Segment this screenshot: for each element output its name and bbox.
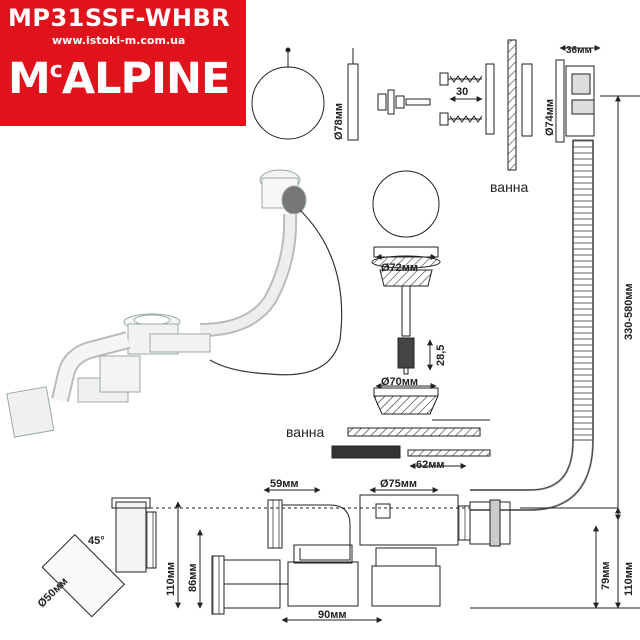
trap-assembly [211, 494, 511, 615]
dim-h86: 86мм [187, 563, 199, 592]
overflow-screw-drawing [377, 89, 431, 115]
dim-h28: 28,5 [435, 345, 447, 366]
product-illustration [6, 169, 343, 438]
dim-w30: 30 [456, 86, 468, 98]
bath-section-mid [331, 419, 491, 459]
dim-h110b: 110мм [623, 562, 635, 596]
dim-h79: 79мм [600, 561, 612, 590]
website: www.istoki-m.com.ua [52, 34, 186, 47]
angled-outlet [41, 497, 157, 618]
dim-d70: Ø70мм [381, 376, 418, 388]
dim-w36: 36мм [566, 45, 592, 56]
dim-d75: Ø75мм [380, 478, 417, 490]
screws-drawing [439, 63, 495, 135]
overflow-cover-drawing [251, 47, 359, 141]
dim-angle: 45° [88, 535, 105, 547]
dim-hose: 330-580мм [623, 283, 635, 340]
dim-d72: Ø72мм [381, 262, 418, 274]
dim-w90: 90мм [318, 609, 347, 621]
model-code: MP31SSF-WHBR [8, 4, 231, 32]
label-bath-mid: ванна [286, 424, 325, 440]
bath-wall-top [507, 39, 533, 171]
flexible-hose [470, 139, 594, 511]
overflow-head [555, 59, 595, 143]
brand-logo: McALPINE [8, 54, 230, 104]
plug-cap-drawing [371, 170, 441, 415]
dim-d74: Ø74мм [544, 99, 556, 136]
dim-d50: Ø50мм [36, 575, 71, 610]
dim-d78: Ø78мм [333, 103, 345, 140]
label-bath-top: ванна [490, 179, 529, 195]
brand-block: MP31SSF-WHBR www.istoki-m.com.ua McALPIN… [0, 0, 246, 126]
dim-w59: 59мм [270, 478, 299, 490]
dim-w62: 62мм [416, 459, 445, 471]
dim-h110a: 110мм [165, 562, 177, 596]
